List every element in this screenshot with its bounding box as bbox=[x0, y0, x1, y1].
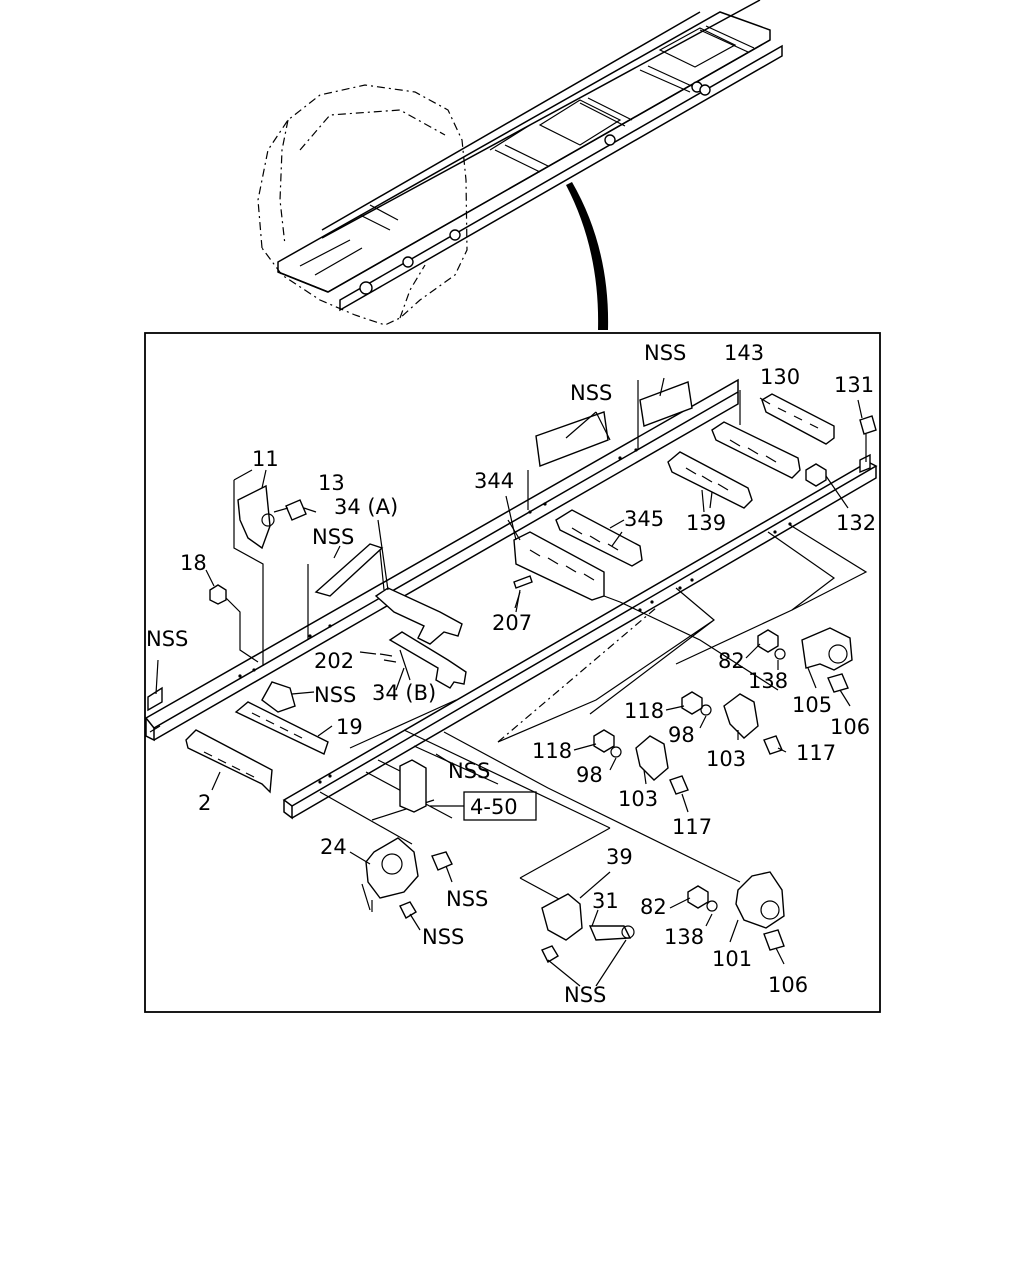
bracket-24 bbox=[365, 837, 419, 912]
frame-detail bbox=[144, 378, 878, 963]
truck-overview bbox=[257, 0, 783, 330]
callout-143: 143 bbox=[724, 341, 764, 365]
callout-nss-top: NSS bbox=[644, 341, 686, 365]
callout-2: 2 bbox=[198, 791, 211, 815]
callout-106-upper: 106 bbox=[830, 715, 870, 739]
callout-39: 39 bbox=[606, 845, 633, 869]
leader-lines bbox=[155, 377, 863, 987]
callout-nss-rail-mid: NSS bbox=[448, 759, 490, 783]
bracket-11 bbox=[233, 469, 275, 666]
reference-4-50: 4-50 bbox=[470, 795, 518, 819]
callout-nss-bolt: NSS bbox=[422, 925, 464, 949]
callout-207: 207 bbox=[492, 611, 532, 635]
callout-13: 13 bbox=[318, 471, 345, 495]
callout-nss-rail: NSS bbox=[570, 381, 612, 405]
callout-131: 131 bbox=[834, 373, 874, 397]
callout-18: 18 bbox=[180, 551, 207, 575]
callout-labels: 11 13 34 (A) NSS 18 NSS 202 34 (B) NSS 1… bbox=[146, 341, 876, 1007]
callout-82-lower: 82 bbox=[640, 895, 667, 919]
crossmember-19 bbox=[234, 701, 329, 755]
crossmember-139 bbox=[667, 451, 753, 509]
callout-101: 101 bbox=[712, 947, 752, 971]
callout-11: 11 bbox=[252, 447, 279, 471]
crossmember-2 bbox=[185, 729, 273, 794]
callout-106-lower: 106 bbox=[768, 973, 808, 997]
callout-nss-plate: NSS bbox=[314, 683, 356, 707]
crossmember-143 bbox=[711, 390, 801, 479]
callout-132: 132 bbox=[836, 511, 876, 535]
callout-105: 105 bbox=[792, 693, 832, 717]
callout-31: 31 bbox=[592, 889, 619, 913]
crossmember-130 bbox=[761, 393, 835, 445]
crossmember-34 bbox=[374, 549, 467, 689]
callout-202: 202 bbox=[314, 649, 354, 673]
callout-138-lower: 138 bbox=[664, 925, 704, 949]
crossmember-345 bbox=[555, 509, 643, 567]
callout-nss-pin: NSS bbox=[446, 887, 488, 911]
callout-139: 139 bbox=[686, 511, 726, 535]
callout-24: 24 bbox=[320, 835, 347, 859]
callout-103-upper: 103 bbox=[706, 747, 746, 771]
callout-34a: 34 (A) bbox=[334, 495, 398, 519]
callout-nss-left-end: NSS bbox=[146, 627, 188, 651]
callout-34b: 34 (B) bbox=[372, 681, 436, 705]
callout-117-upper: 117 bbox=[796, 741, 836, 765]
callout-130: 130 bbox=[760, 365, 800, 389]
callout-19: 19 bbox=[336, 715, 363, 739]
callout-118-lower: 118 bbox=[532, 739, 572, 763]
callout-344: 344 bbox=[474, 469, 514, 493]
detail-frame bbox=[144, 332, 881, 1013]
callout-345: 345 bbox=[624, 507, 664, 531]
callout-103-lower: 103 bbox=[618, 787, 658, 811]
callout-138-upper: 138 bbox=[748, 669, 788, 693]
callout-117-lower: 117 bbox=[672, 815, 712, 839]
callout-nss-bottom: NSS bbox=[564, 983, 606, 1007]
callout-98-upper: 98 bbox=[668, 723, 695, 747]
callout-82-upper: 82 bbox=[718, 649, 745, 673]
callout-nss-bracket: NSS bbox=[312, 525, 354, 549]
callout-98-lower: 98 bbox=[576, 763, 603, 787]
callout-118-upper: 118 bbox=[624, 699, 664, 723]
